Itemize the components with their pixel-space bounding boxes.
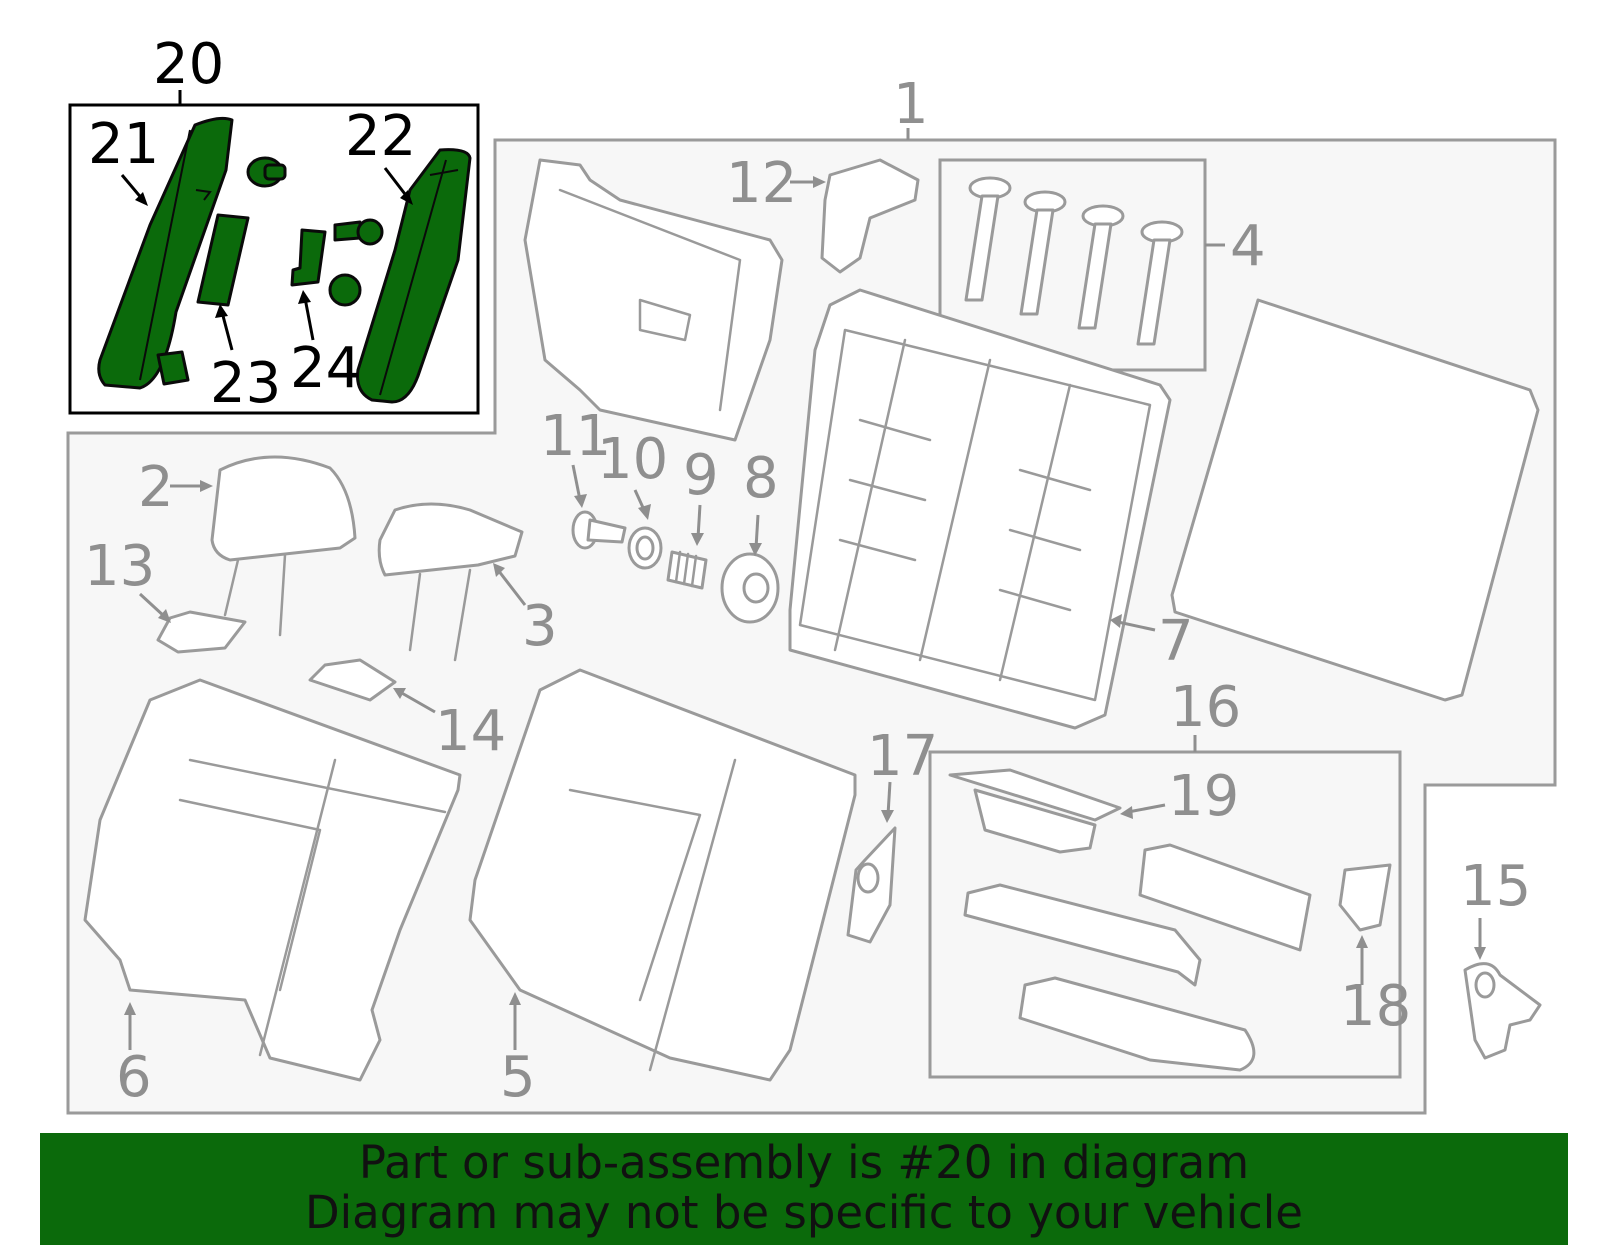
callout-21: 21 xyxy=(88,112,159,177)
part-19-cupholder[interactable] xyxy=(948,768,1122,854)
arrowhead-21 xyxy=(135,192,148,206)
arrowhead-2 xyxy=(200,480,213,492)
leader-23 xyxy=(220,311,234,351)
leader-14 xyxy=(399,690,436,714)
arrowhead-14 xyxy=(393,688,406,699)
part-3-headrest[interactable] xyxy=(377,502,524,662)
part-armrest-tray[interactable] xyxy=(963,883,1202,987)
leader-22 xyxy=(383,167,410,199)
callout-22: 22 xyxy=(345,104,416,169)
leader-8 xyxy=(754,514,760,549)
part-17-bracket[interactable] xyxy=(846,826,897,944)
part-7-frame[interactable] xyxy=(788,288,1172,730)
arrowhead-23 xyxy=(215,304,228,318)
part-15-bracket[interactable] xyxy=(1463,962,1542,1060)
leader-7 xyxy=(1117,620,1156,632)
arrowhead-15 xyxy=(1474,947,1486,960)
callout-19: 19 xyxy=(1168,764,1239,829)
leader-13 xyxy=(138,592,167,619)
arrowhead-19 xyxy=(1120,806,1133,819)
callout-24: 24 xyxy=(290,336,361,401)
callout-5: 5 xyxy=(500,1045,536,1110)
leader-3 xyxy=(496,569,527,606)
part-armrest-cushion[interactable] xyxy=(1018,976,1256,1072)
subassembly-16-box xyxy=(928,750,1402,1079)
arrowhead-13 xyxy=(158,609,171,623)
callout-15: 15 xyxy=(1460,854,1531,919)
leader-9 xyxy=(696,504,702,539)
part-8-bushing[interactable] xyxy=(720,552,780,624)
arrowhead-24 xyxy=(298,290,311,304)
leader-11 xyxy=(571,464,582,501)
part-4-guides[interactable] xyxy=(964,176,1184,346)
arrowhead-12 xyxy=(813,176,826,188)
part-back-panel[interactable] xyxy=(1170,298,1540,702)
arrowhead-18 xyxy=(1356,935,1368,948)
banner-line-1: Part or sub-assembly is #20 in diagram xyxy=(358,1136,1250,1189)
part-13-bezel[interactable] xyxy=(156,610,247,654)
callout-6: 6 xyxy=(116,1045,152,1110)
part-18-latch[interactable] xyxy=(1338,863,1392,932)
banner-line-2: Diagram may not be specific to your vehi… xyxy=(305,1186,1303,1239)
arrowhead-17 xyxy=(881,810,894,823)
arrowhead-8 xyxy=(749,543,762,556)
arrowhead-9 xyxy=(691,533,704,546)
callout-16: 16 xyxy=(1170,675,1241,740)
callout-13: 13 xyxy=(84,534,155,599)
leader-24 xyxy=(303,297,315,341)
callout-9: 9 xyxy=(683,443,719,508)
part-armrest-cover[interactable] xyxy=(1138,843,1312,952)
part-panel-back[interactable] xyxy=(523,158,784,442)
callout-10: 10 xyxy=(597,427,668,492)
arrowhead-3 xyxy=(493,563,505,577)
callout-8: 8 xyxy=(743,446,779,511)
callout-4: 4 xyxy=(1230,214,1266,279)
callout-7: 7 xyxy=(1158,609,1194,674)
arrowhead-6 xyxy=(124,1002,136,1015)
callout-14: 14 xyxy=(435,699,506,764)
part-24-bracket[interactable] xyxy=(290,228,327,287)
part-9-spring[interactable] xyxy=(666,550,708,590)
callout-1: 1 xyxy=(893,72,929,137)
part-22-bolster[interactable] xyxy=(356,148,472,404)
callout-17: 17 xyxy=(867,724,938,789)
part-2-headrest[interactable] xyxy=(210,455,357,637)
arrowhead-11 xyxy=(574,494,587,508)
info-banner: Part or sub-assembly is #20 in diagram D… xyxy=(40,1133,1568,1245)
part-14-bezel[interactable] xyxy=(308,658,397,702)
part-12-latch[interactable] xyxy=(820,158,920,274)
part-11-bolt[interactable] xyxy=(571,510,627,550)
leader-19 xyxy=(1127,803,1166,814)
arrowhead-5 xyxy=(509,992,521,1005)
part-5-seatback[interactable] xyxy=(468,668,857,1082)
callout-3: 3 xyxy=(522,594,558,659)
callout-11: 11 xyxy=(540,404,611,469)
fasteners-20 xyxy=(156,156,384,386)
callout-18: 18 xyxy=(1340,974,1411,1039)
callout-2: 2 xyxy=(138,455,174,520)
callout-23: 23 xyxy=(210,351,281,416)
arrowhead-10 xyxy=(638,504,651,520)
arrowhead-22 xyxy=(400,190,413,205)
leader-17 xyxy=(886,781,892,816)
part-23-pad[interactable] xyxy=(196,213,250,307)
part-10-washer[interactable] xyxy=(627,526,663,570)
callout-12: 12 xyxy=(726,151,797,216)
part-6-seatback[interactable] xyxy=(83,678,462,1082)
callout-20: 20 xyxy=(153,32,224,97)
arrowhead-7 xyxy=(1110,614,1122,628)
